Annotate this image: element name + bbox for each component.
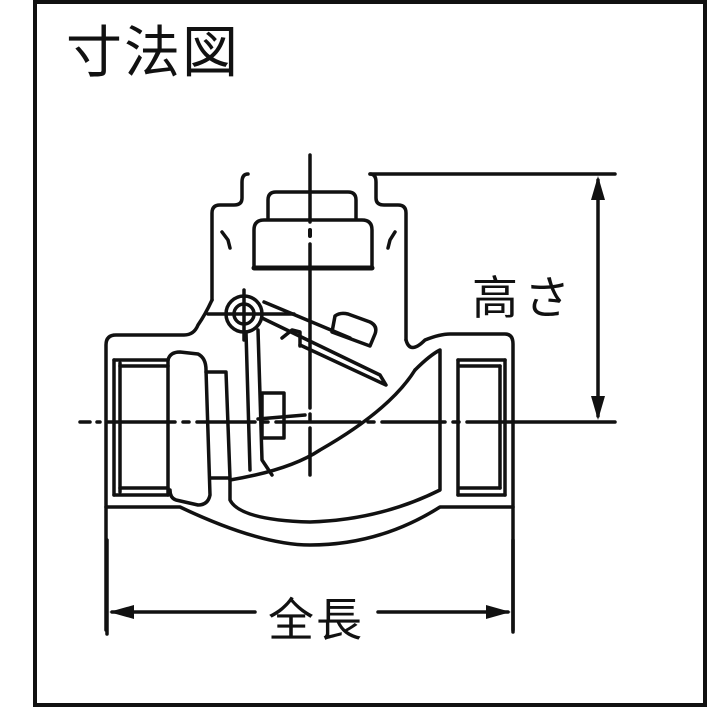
length-dimension-arrow <box>105 538 515 636</box>
height-label: 高さ <box>472 271 576 325</box>
valve-body <box>104 298 515 632</box>
outlet-port <box>456 358 507 497</box>
height-dimension-arrow <box>591 176 605 420</box>
valve-bonnet <box>210 172 408 342</box>
hinge-pin <box>206 288 296 342</box>
diagram-frame <box>33 0 707 707</box>
diagram-title: 寸法図 <box>66 21 240 86</box>
swing-disc-arm <box>244 300 388 477</box>
inlet-port <box>112 350 232 507</box>
length-label: 全長 <box>262 584 370 650</box>
